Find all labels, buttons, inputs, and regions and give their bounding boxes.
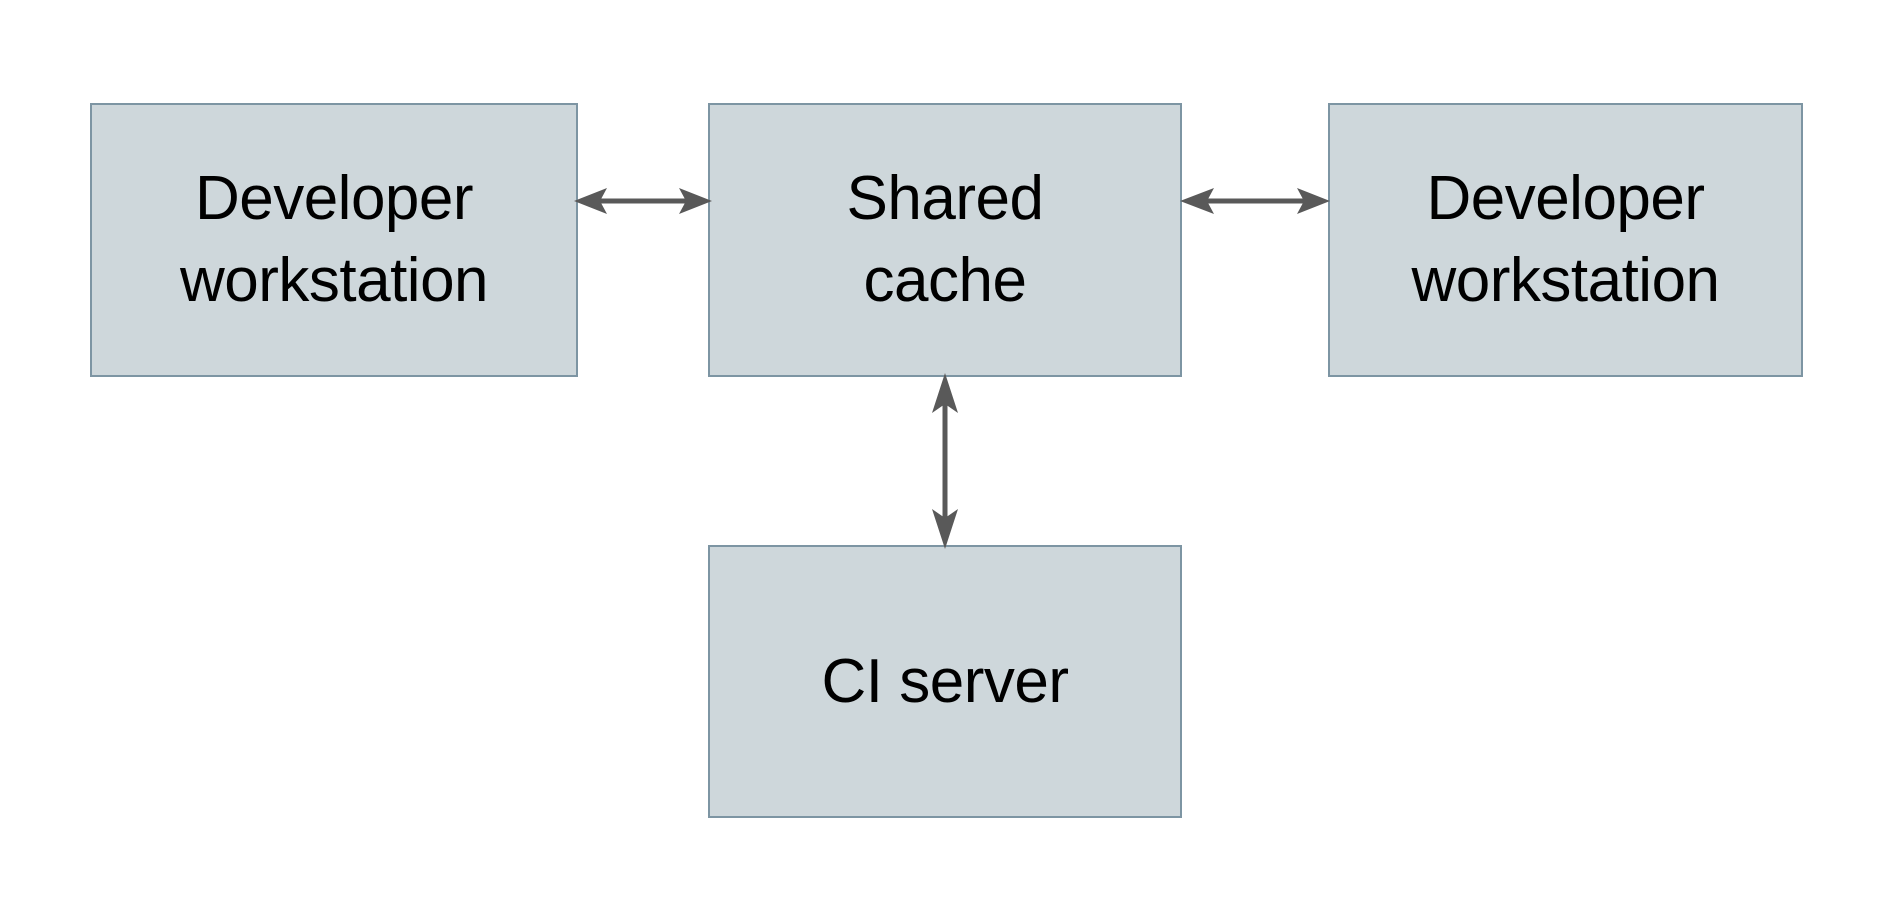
connector-cache-to-ci-server[interactable] <box>919 371 971 551</box>
node-ci-server[interactable]: CI server <box>708 545 1182 818</box>
connector-cache-to-dev-right[interactable] <box>1176 175 1334 227</box>
node-developer-workstation-left[interactable]: Developer workstation <box>90 103 578 377</box>
double-headed-arrow-icon <box>574 188 712 214</box>
double-headed-arrow-icon <box>1180 188 1330 214</box>
node-label: Developer workstation <box>1411 164 1720 315</box>
node-label: CI server <box>821 646 1069 716</box>
node-developer-workstation-right[interactable]: Developer workstation <box>1328 103 1803 377</box>
node-label: Shared cache <box>846 164 1044 315</box>
connector-dev-left-to-cache[interactable] <box>572 175 714 227</box>
double-headed-arrow-icon <box>932 373 958 549</box>
node-label: Developer workstation <box>179 164 489 315</box>
node-shared-cache[interactable]: Shared cache <box>708 103 1182 377</box>
